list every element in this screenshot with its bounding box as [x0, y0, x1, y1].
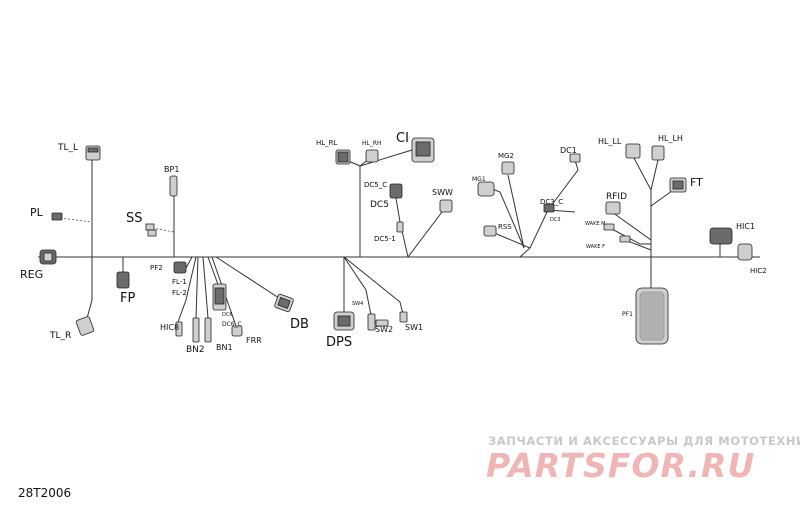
label-frr: FRR: [246, 336, 262, 345]
label-mg2: MG2: [498, 152, 514, 160]
branch-dc3: [519, 209, 549, 258]
branch-sw1: [343, 256, 405, 319]
label-fp: FP: [120, 291, 135, 306]
label-ci: CI: [396, 131, 409, 146]
label-hl-ll: HL_LL: [598, 137, 622, 146]
label-sww: SWW: [432, 188, 453, 197]
label-ss: SS: [126, 211, 143, 226]
label-dc6: DC6: [222, 312, 233, 318]
branch-sww: [407, 207, 446, 258]
connector-dc1: [569, 153, 581, 163]
label-dc5: DC5: [370, 200, 389, 210]
label-tl-r: TL_R: [49, 331, 71, 341]
connector-hl-rh: [365, 149, 379, 163]
label-pf2: PF2: [150, 264, 163, 272]
connector-hic8: [175, 321, 183, 337]
connector-ci: [411, 137, 435, 163]
label-dps: DPS: [326, 335, 352, 350]
label-bn2: BN2: [186, 345, 205, 355]
connector-dc3: [543, 203, 555, 213]
connector-ss: [145, 223, 157, 237]
label-db: DB: [290, 317, 309, 332]
connector-sww: [439, 199, 453, 213]
label-sw4: SW4: [352, 301, 363, 307]
connector-wake-f: [619, 235, 631, 243]
label-ft: FT: [690, 176, 703, 189]
branch-wake-m: [609, 227, 651, 245]
connector-sw1: [399, 311, 408, 323]
connector-bn1: [204, 317, 212, 343]
label-hic2: HIC2: [750, 267, 767, 275]
label-dc3-c: DC3_C: [540, 198, 563, 206]
connector-hl-rl: [335, 149, 351, 165]
connector-tl-r: [75, 316, 95, 336]
connector-fp: [116, 271, 130, 289]
connector-pf1: [635, 287, 669, 345]
label-mg1: MG1: [472, 176, 486, 183]
branch-sw: [343, 256, 373, 321]
branch-tl-l: [59, 160, 93, 323]
label-sw1: SW1: [405, 323, 423, 332]
connector-bp1: [169, 175, 178, 197]
connector-bn2: [192, 317, 200, 343]
connector-rss: [483, 225, 497, 237]
connector-mg2: [501, 161, 515, 175]
branch-hl-r: [345, 159, 361, 257]
label-wake-m: WAKE M: [585, 221, 605, 227]
label-hic8: HIC8: [160, 323, 179, 332]
label-dc5-1: DC5-1: [374, 235, 396, 243]
branch-mg2: [507, 174, 525, 249]
connector-db: [274, 293, 294, 313]
label-tl-l: TL_L: [57, 143, 78, 153]
label-hl-rh: HL_RH: [362, 140, 382, 147]
connector-sw4: [367, 313, 376, 331]
branch-ci: [359, 149, 413, 167]
label-rss: RSS: [498, 223, 512, 231]
label-bp1: BP1: [164, 165, 179, 174]
connector-frr: [231, 325, 243, 337]
label-fl2: FL-2: [172, 289, 187, 297]
connector-hl-lh: [651, 145, 665, 161]
connector-sw2: [375, 319, 389, 327]
connector-dc5-1: [396, 221, 404, 233]
connector-hic1: [709, 227, 733, 245]
connector-tl-l: [85, 145, 101, 161]
diagram-code: 28T2006: [18, 486, 72, 500]
connector-hl-ll: [625, 143, 641, 159]
label-pl: PL: [30, 206, 44, 219]
connector-dc6: [212, 283, 227, 311]
label-wake-f: WAKE F: [586, 244, 605, 250]
label-hl-lh: HL_LH: [658, 134, 683, 143]
connector-dps: [333, 311, 355, 331]
label-dc3: DC3: [550, 217, 561, 223]
label-sw2: SW2: [375, 325, 393, 334]
label-rfid: RFID: [606, 192, 627, 202]
connector-pf2: [173, 261, 187, 274]
connector-hic2: [737, 243, 753, 261]
label-reg: REG: [20, 268, 43, 281]
connector-rfid: [605, 201, 621, 215]
connector-ft: [669, 177, 687, 193]
connector-mg1: [477, 181, 495, 197]
label-hl-rl: HL_RL: [316, 139, 338, 147]
label-bn1: BN1: [216, 343, 233, 352]
connector-dc5: [389, 183, 403, 199]
connector-pl: [51, 212, 63, 221]
branch-rss: [491, 231, 531, 249]
label-hic1: HIC1: [736, 222, 755, 231]
watermark-caption: ЗАПЧАСТИ И АКСЕССУАРЫ ДЛЯ МОТОТЕХНИКИ: [488, 434, 800, 448]
branch-dc1: [547, 159, 579, 211]
watermark-logo: PARTSFOR.RU: [486, 446, 756, 485]
label-dc5-c: DC5_C: [364, 181, 387, 189]
branch-rfid: [611, 211, 652, 257]
connector-wake-m: [603, 223, 615, 231]
branch-hl-lh: [650, 159, 659, 191]
label-fl1: FL-1: [172, 278, 187, 286]
label-pf1: PF1: [622, 311, 633, 318]
connector-reg: [39, 249, 57, 265]
label-dc6-c: DC6_C: [222, 321, 242, 328]
label-dc1: DC1: [560, 146, 577, 155]
